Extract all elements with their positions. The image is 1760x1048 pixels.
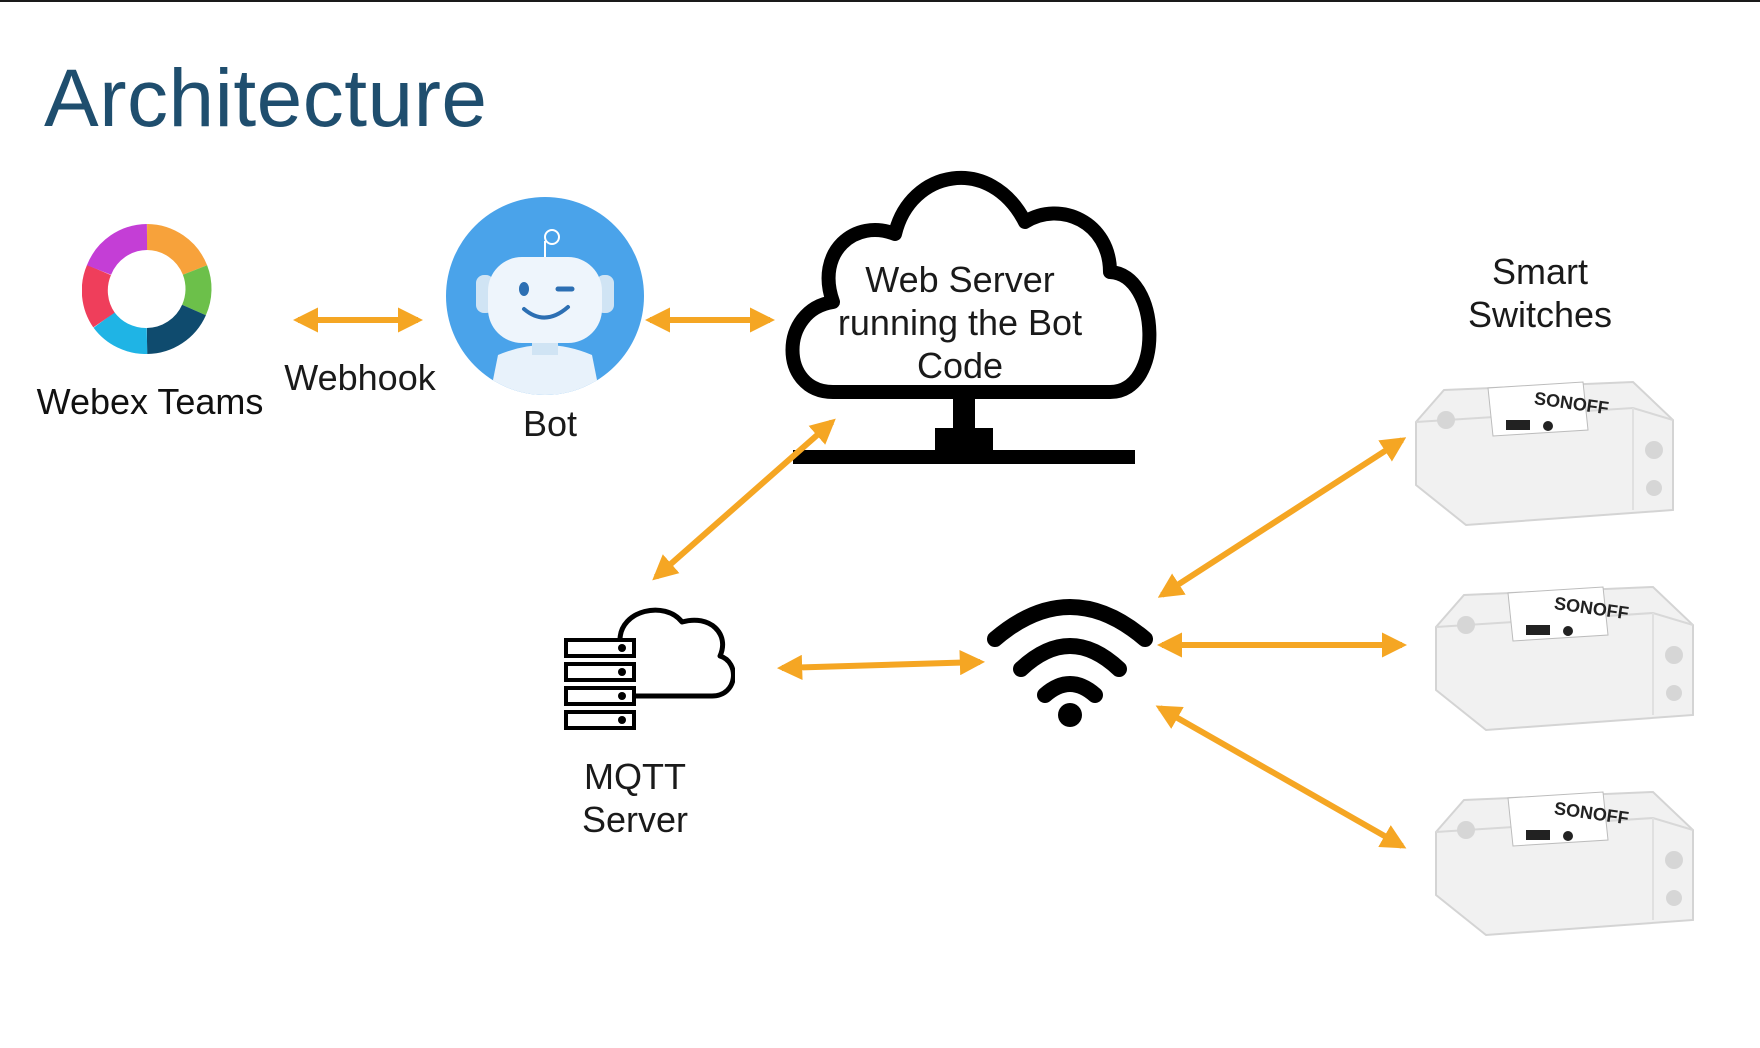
web-server-label-line1: Web Server <box>865 259 1055 300</box>
webex-teams-label: Webex Teams <box>36 381 264 422</box>
mqtt-label-line2: Server <box>581 799 689 840</box>
smart-switches-label-line2: Switches <box>1467 294 1613 335</box>
webhook-label: Webhook <box>284 357 436 398</box>
mqtt-server-label: MQTT Server <box>540 755 730 841</box>
robot-avatar-icon <box>446 197 644 395</box>
web-server-label-line3: Code <box>916 345 1004 386</box>
arrow-wifi-switch3 <box>1155 705 1407 849</box>
wifi-icon <box>987 599 1153 727</box>
smart-switch-2-icon: SONOFF <box>1435 585 1694 732</box>
web-server-label: Web Server running the Bot Code <box>795 258 1125 387</box>
web-server-label-line2: running the Bot <box>837 302 1083 343</box>
smart-switch-1-icon: SONOFF <box>1415 380 1674 527</box>
bot-label: Bot <box>522 403 578 444</box>
arrow-webserver-mqtt <box>652 418 836 581</box>
smart-switches-label-line1: Smart <box>1491 251 1588 292</box>
smart-switch-3-icon: SONOFF <box>1435 790 1694 937</box>
mqtt-server-icon <box>564 607 735 730</box>
smart-switches-label: Smart Switches <box>1430 250 1650 336</box>
webex-teams-logo-icon <box>82 224 212 354</box>
arrow-mqtt-wifi <box>776 650 986 680</box>
top-rule <box>0 0 1760 2</box>
slide-title: Architecture <box>44 53 488 144</box>
mqtt-label-line1: MQTT <box>584 756 686 797</box>
arrow-wifi-switch1 <box>1157 437 1407 598</box>
